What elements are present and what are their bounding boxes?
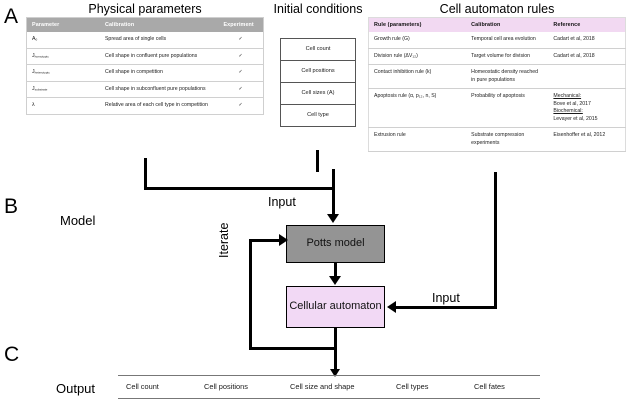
rule-name: Contact inhibition rule (k) (368, 64, 467, 90)
initial-condition-label: Cell sizes (A) (280, 82, 356, 105)
parameter-symbol: Jsubstrate (26, 81, 100, 99)
rule-calibration: Target volume for division (466, 48, 549, 66)
check-icon: ✓ (218, 64, 264, 82)
check-icon: ✓ (218, 32, 264, 49)
output-caption: Output (56, 381, 96, 396)
output-table: Cell count Cell positions Cell size and sh… (118, 375, 540, 399)
list-item: Cell count (280, 38, 356, 61)
output-column-label: Cell fates (474, 382, 505, 391)
arrowhead-into-output (330, 369, 340, 377)
rule-reference: Cadart et al, 2018 (548, 32, 626, 49)
model-caption: Model (60, 213, 96, 228)
table-row: Contact inhibition rule (k)Homeostatic d… (368, 64, 626, 90)
connector-to-output (334, 347, 337, 372)
connector-initial-down (316, 150, 319, 172)
connector-iterate-bottom (249, 347, 337, 350)
physical-parameters-title: Physical parameters (88, 2, 202, 16)
output-column-label: Cell positions (204, 382, 248, 391)
table-header-row: Rule (parameters) Calibration Reference (368, 17, 626, 32)
parameter-symbol: A0 (26, 32, 100, 49)
connector-to-potts (332, 169, 335, 215)
list-item: Cell type (281, 105, 356, 127)
arrowhead-into-automaton (387, 301, 396, 313)
rule-name: Extrusion rule (368, 127, 467, 153)
connector-iterate-up (249, 239, 252, 349)
table-row: Growth rule (G)Temporal cell area evolut… (368, 32, 626, 49)
column-header-rule: Rule (parameters) (374, 22, 422, 28)
initial-condition-label: Cell type (307, 112, 329, 119)
column-header-parameter: Parameter (32, 22, 60, 28)
panel-label-b: B (4, 195, 19, 218)
connector-rules-down (494, 172, 497, 309)
rule-name: Apoptosis rule (α, p₁₂, n, S) (368, 88, 467, 129)
rule-reference: Eisenhoffer et al, 2012 (548, 127, 626, 153)
arrowhead-into-potts-loop (279, 234, 288, 246)
reference-line: Bove et al, 2017 (553, 100, 591, 107)
input-label-right: Input (432, 291, 460, 305)
parameter-symbol: Jhomotypic (26, 48, 100, 66)
connector-potts-to-automaton (334, 263, 337, 277)
parameter-calibration: Cell shape in confluent pure populations (99, 48, 219, 66)
table-row: Division rule (ΔV₁₂)Target volume for di… (368, 48, 626, 66)
list-item: Cell sizes (A) (280, 82, 356, 105)
output-column-label: Cell count (126, 382, 159, 391)
table-row: Apoptosis rule (α, p₁₂, n, S)Probability… (368, 88, 626, 129)
cell-automaton-rules-table: Rule (parameters) Calibration Reference … (368, 17, 626, 153)
parameter-calibration: Spread area of single cells (99, 32, 219, 49)
rule-reference: Cadart et al, 2018 (548, 48, 626, 66)
table-header-row: Parameter Calibration Experiment (26, 17, 264, 32)
potts-model-box[interactable]: Potts model (286, 225, 385, 263)
rule-name: Growth rule (G) (368, 32, 467, 49)
rule-calibration: Substrate compression experiments (466, 127, 549, 153)
connector-iterate-top (249, 239, 280, 242)
parameter-calibration: Cell shape in subconfluent pure populati… (99, 81, 219, 99)
cellular-automaton-box[interactable]: Cellular automaton (286, 286, 385, 328)
check-icon: ✓ (218, 81, 264, 99)
column-header-calibration: Calibration (471, 22, 501, 28)
column-header-experiment: Experiment (223, 22, 254, 28)
connector-rules-left (396, 306, 497, 309)
parameter-symbol: Jheterotypic (26, 64, 100, 82)
check-icon: ✓ (218, 97, 264, 115)
rule-reference (548, 64, 626, 90)
rule-name: Division rule (ΔV₁₂) (368, 48, 467, 66)
reference-line: Mechanical: (553, 93, 582, 100)
initial-condition-label: Cell count (280, 38, 356, 61)
parameter-symbol: λ (26, 97, 100, 115)
panel-label-a: A (4, 5, 19, 28)
check-icon: ✓ (218, 48, 264, 66)
parameter-calibration: Relative area of each cell type in compe… (99, 97, 219, 115)
connector-physical-down (144, 158, 147, 190)
list-item: Cell positions (280, 60, 356, 83)
reference-line: Levayer et al, 2015 (553, 115, 598, 122)
connector-merge-bar (144, 187, 335, 190)
arrowhead-into-potts (327, 214, 339, 223)
output-column-label: Cell size and shape (290, 382, 355, 391)
column-header-reference: Reference (553, 22, 581, 28)
initial-conditions-title: Initial conditions (273, 2, 363, 16)
input-label-top: Input (268, 195, 296, 209)
output-column-label: Cell types (396, 382, 429, 391)
column-header-calibration: Calibration (104, 22, 135, 28)
rule-calibration: Homeostatic density reached in pure popu… (466, 64, 549, 90)
panel-label-c: C (4, 343, 20, 366)
initial-condition-label: Cell positions (280, 60, 356, 83)
iterate-label: Iterate (217, 222, 231, 258)
rule-calibration: Probability of apoptosis (466, 88, 549, 129)
cell-automaton-rules-title: Cell automaton rules (439, 2, 555, 16)
parameter-calibration: Cell shape in competition (99, 64, 219, 82)
connector-iterate-down (334, 328, 337, 350)
rule-calibration: Temporal cell area evolution (466, 32, 549, 49)
reference-line: Biochemical: (553, 108, 583, 115)
arrowhead-potts-to-automaton (329, 276, 341, 285)
